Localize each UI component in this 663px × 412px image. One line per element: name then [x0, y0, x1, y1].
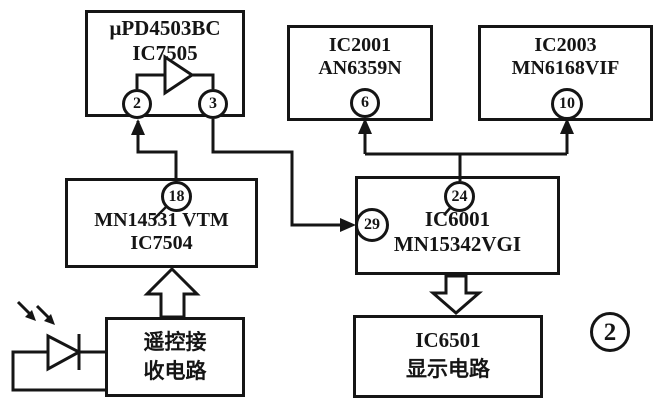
block-display-label-line2: 显示电路	[406, 357, 490, 381]
wire-pin18-to-pin2	[136, 121, 178, 182]
pin-3-badge: 3	[198, 89, 228, 119]
block-ic2003-label-line2: MN6168VIF	[511, 57, 620, 79]
pin-18-badge: 18	[161, 181, 192, 212]
block-ic2003-label-line1: IC2003	[534, 34, 597, 56]
block-display-ic6501: IC6501 显示电路	[353, 315, 543, 398]
light-ray-arrowhead-1-icon	[25, 310, 36, 321]
pin-2-badge: 2	[122, 89, 152, 119]
block-ic2001-label-line2: AN6359N	[318, 57, 402, 79]
block-arrow-down-icon	[428, 274, 484, 315]
pin18-callout-tail	[152, 206, 167, 221]
block-vtm-label-line1: MN14531 VTM	[94, 209, 229, 231]
arrowhead-right-into-pin29-icon	[340, 218, 356, 232]
block-preamp-label-line1: μPD4503BC	[109, 16, 221, 40]
block-ic2003: IC2003 MN6168VIF	[478, 25, 653, 121]
block-vtm-label-line2: IC7504	[130, 232, 193, 254]
arrowhead-up-into-pin6-icon	[358, 118, 372, 134]
light-rays-icon	[16, 300, 52, 321]
wire-pin3-to-pin29	[211, 119, 352, 227]
block-preamp-ic7505: μPD4503BC IC7505	[85, 10, 245, 117]
photodiode-icon	[46, 333, 83, 372]
block-display-label-line1: IC6501	[415, 328, 481, 352]
block-cpu-label-line2: MN15342VGI	[393, 232, 522, 256]
block-remote-label-line2: 收电路	[143, 359, 207, 383]
block-ic2001-label-line1: IC2001	[328, 34, 392, 56]
amplifier-triangle-icon	[163, 54, 195, 96]
preamp-internal-wire	[135, 73, 215, 89]
arrowhead-up-into-pin10-icon	[560, 118, 574, 134]
light-ray-arrowhead-2-icon	[44, 314, 55, 325]
block-preamp-label-line2: IC7505	[132, 41, 198, 65]
block-arrow-up-icon	[143, 266, 201, 319]
figure-number-badge: 2	[590, 312, 630, 352]
block-remote-receiver: 遥控接 收电路	[105, 317, 245, 397]
pin-10-badge: 10	[551, 88, 583, 120]
pin-6-badge: 6	[350, 88, 380, 118]
block-remote-label-line1: 遥控接	[143, 330, 207, 354]
wire-pin24-to-pin6-pin10	[363, 121, 569, 181]
arrowhead-up-into-pin2-icon	[131, 119, 145, 135]
pin-24-badge: 24	[444, 181, 475, 212]
block-vtm-ic7504: MN14531 VTM IC7504	[65, 178, 258, 268]
block-ic2001: IC2001 AN6359N	[287, 25, 433, 121]
pin-29-badge: 29	[355, 208, 389, 242]
